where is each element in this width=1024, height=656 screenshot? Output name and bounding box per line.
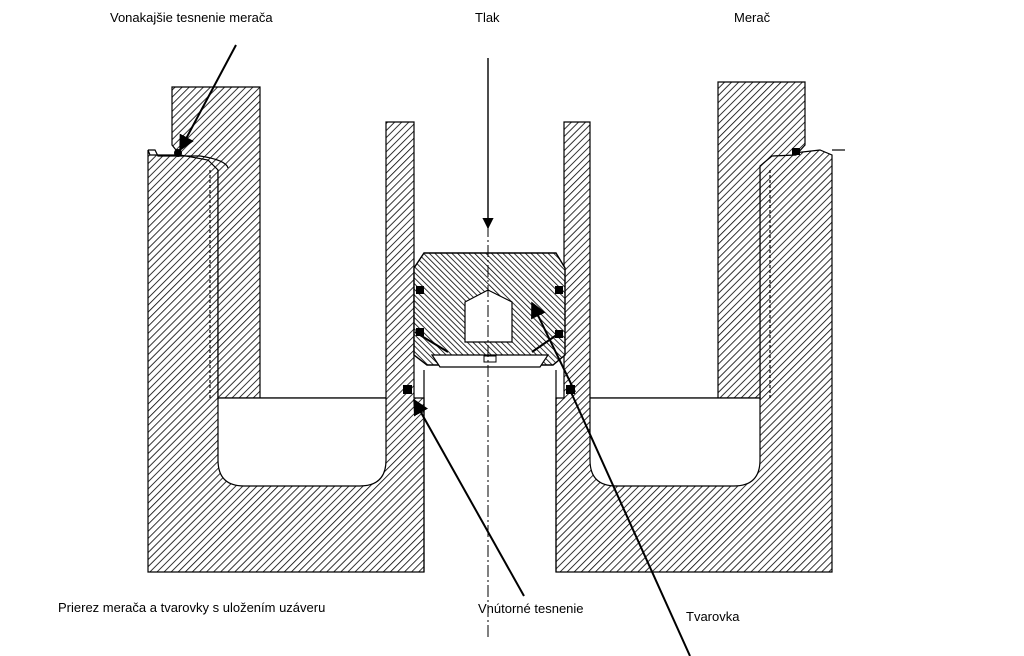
right-fitting-body: [555, 121, 833, 573]
pressure-label: Tlak: [475, 10, 500, 25]
gauge-label: Merač: [734, 10, 771, 25]
left-chamber: [217, 397, 387, 487]
inner-seal-leader: [413, 398, 525, 597]
fitting-leader: [569, 389, 691, 656]
plug-leader: [531, 301, 576, 393]
left-fitting-body: [147, 121, 425, 573]
right-chamber: [589, 397, 761, 487]
inner-seal-label: Vnútorné tesnenie: [478, 601, 584, 616]
fitting-label: Tvarovka: [686, 609, 740, 624]
caption-label: Prierez merača a tvarovky s uložením uzá…: [58, 600, 326, 615]
outer-seal-leader: [179, 44, 237, 152]
outer-seal-label: Vonakajšie tesnenie merača: [110, 10, 273, 25]
left-gauge-block: [171, 86, 261, 399]
